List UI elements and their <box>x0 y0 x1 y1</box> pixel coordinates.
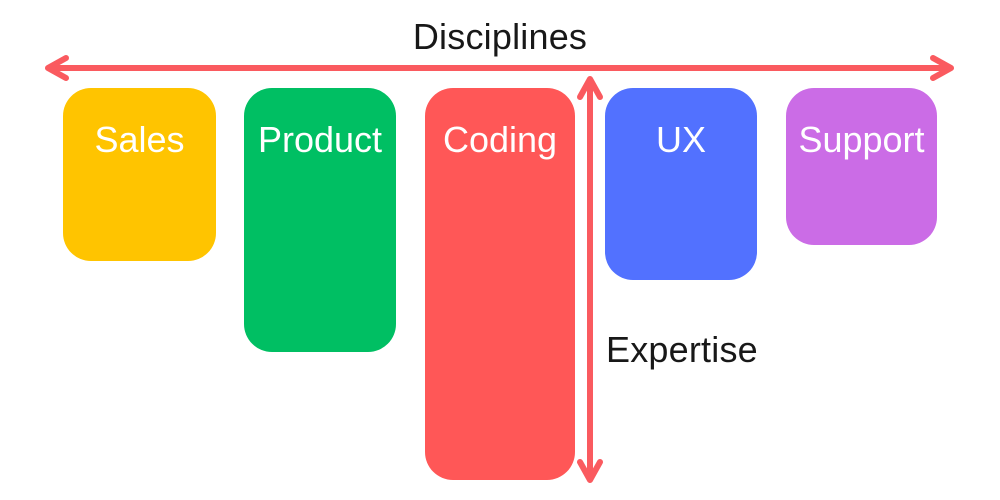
discipline-label: Coding <box>442 119 558 160</box>
discipline-label: Product <box>257 119 383 160</box>
discipline-label: UX <box>655 119 706 160</box>
discipline-box-support: Support <box>786 88 937 245</box>
diagram-title: Disciplines <box>412 16 588 57</box>
discipline-label: Sales <box>94 119 185 160</box>
vertical-axis-label: Expertise <box>606 329 758 370</box>
discipline-box-product: Product <box>244 88 396 352</box>
discipline-box-ux: UX <box>605 88 757 280</box>
discipline-box-coding: Coding <box>425 88 575 480</box>
discipline-box-sales: Sales <box>63 88 216 261</box>
discipline-label: Support <box>798 119 925 160</box>
